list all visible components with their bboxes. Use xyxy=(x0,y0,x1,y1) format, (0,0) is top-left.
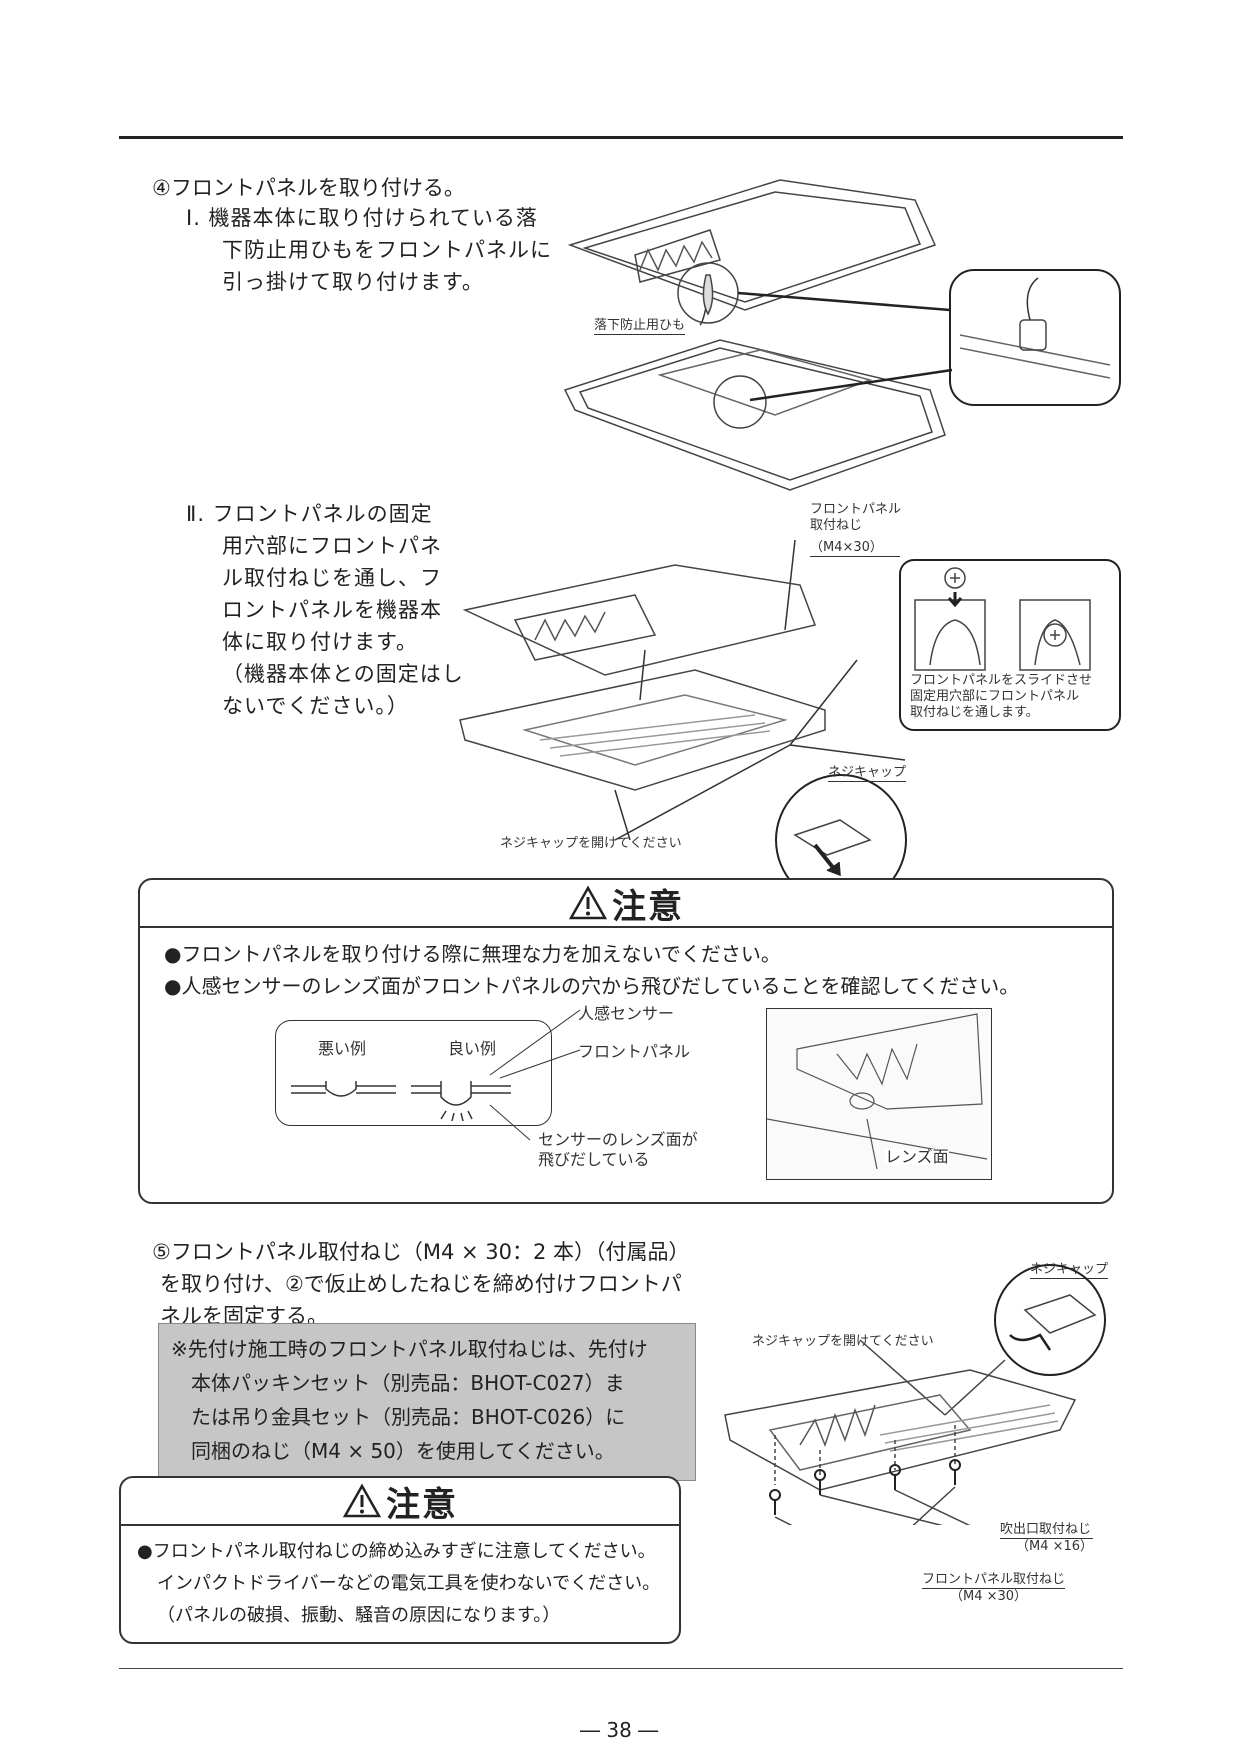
caution1-bullet-2: ●人感センサーのレンズ面がフロントパネルの穴から飛びだしていることを確認してくだ… xyxy=(164,974,1020,998)
bad-example-label: 悪い例 xyxy=(318,1039,367,1058)
panel-mount-figure xyxy=(459,540,1121,906)
open-cap-label: ネジキャップを開けてください xyxy=(500,836,682,851)
sensor-diagram xyxy=(291,1081,511,1121)
fall-cord-label: 落下防止用ひも xyxy=(594,318,686,335)
front-panel-label: フロントパネル xyxy=(578,1042,691,1061)
sensor-label: 人感センサー xyxy=(578,1004,675,1023)
pre-install-note: ※先付け施工時のフロントパネル取付ねじは、先付け 本体パッキンセット（別売品：B… xyxy=(158,1323,696,1481)
step4-sub2: Ⅱ. フロントパネルの固定 用穴部にフロントパネ ル取付ねじを通し、フ ロントパ… xyxy=(186,502,464,718)
outlet-screw-label: 吹出口取付ねじ （M4 ×16） xyxy=(1000,1522,1094,1554)
screw-label: フロントパネル 取付ねじ （M4×30） xyxy=(810,502,902,557)
step4-title: ④フロントパネルを取り付ける。 xyxy=(152,176,465,200)
caution-box-2: 注意 ●フロントパネル取付ねじの締め込みすぎに注意してください。 インパクトドラ… xyxy=(119,1476,681,1644)
bottom-rule xyxy=(119,1668,1123,1669)
sensor-example-box: 悪い例 良い例 xyxy=(275,1020,552,1126)
sensor-leader-lines xyxy=(489,1009,581,1141)
screw-cap-label: ネジキャップ xyxy=(828,765,907,782)
fall-cord-figure xyxy=(563,179,1121,491)
detail-caption: フロントパネルをスライドさせ 固定用穴部にフロントパネル 取付ねじを通します。 xyxy=(910,673,1093,720)
panel-screw-label: フロントパネル取付ねじ （M4 ×30） xyxy=(922,1572,1066,1604)
caution-header-2: 注意 xyxy=(121,1478,679,1526)
page-number: ― 38 ― xyxy=(580,1718,659,1742)
step4-sub1: Ⅰ. 機器本体に取り付けられている落 下防止用ひもをフロントパネルに 引っ掛けて… xyxy=(186,206,552,294)
good-example-label: 良い例 xyxy=(448,1039,497,1058)
lens-note: センサーのレンズ面が 飛びだしている xyxy=(538,1130,698,1169)
open-cap-label-2: ネジキャップを開けてください xyxy=(752,1334,934,1349)
top-rule xyxy=(119,136,1123,139)
warning-icon xyxy=(342,1483,382,1518)
caution1-bullet-1: ●フロントパネルを取り付ける際に無理な力を加えないでください。 xyxy=(164,942,781,966)
lens-photo-illustration xyxy=(766,1013,988,1170)
lens-photo: レンズ面 xyxy=(766,1008,992,1180)
step5-text: ⑤フロントパネル取付ねじ（M4 × 30：2 本）（付属品） を取り付け、②で仮… xyxy=(152,1240,690,1328)
caution2-text: ●フロントパネル取付ねじの締め込みすぎに注意してください。 インパクトドライバー… xyxy=(137,1541,661,1626)
caution-header: 注意 xyxy=(140,880,1112,928)
screw-install-figure xyxy=(724,1264,1106,1525)
warning-icon xyxy=(568,885,608,920)
lens-face-label: レンズ面 xyxy=(885,1147,949,1166)
